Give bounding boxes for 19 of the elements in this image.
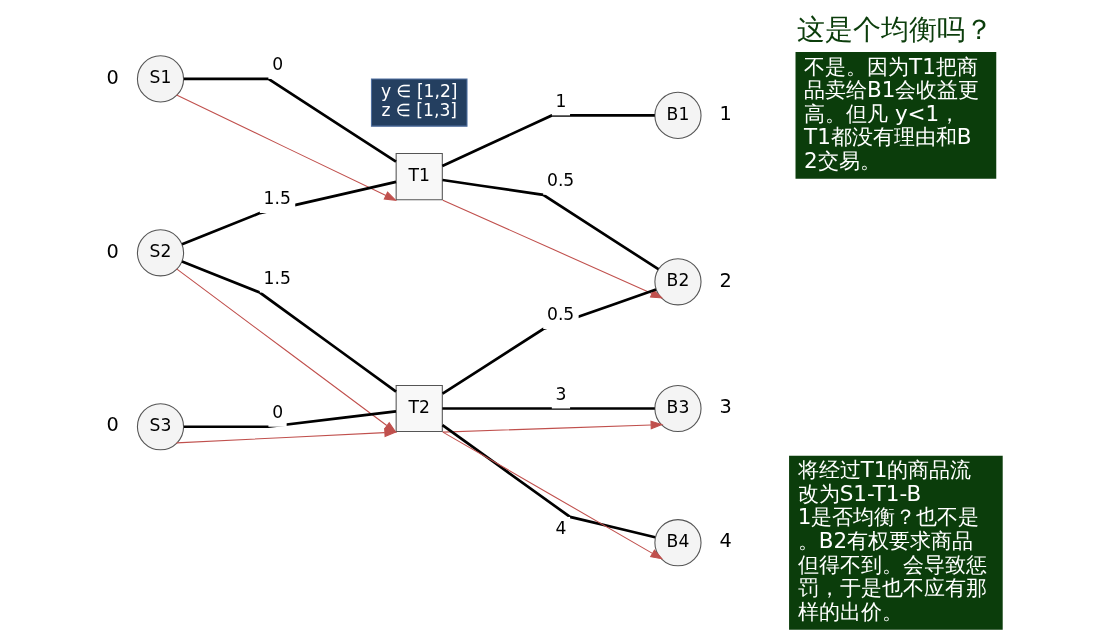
edge-label: 3 [555, 383, 566, 404]
edge-label: 0 [271, 54, 283, 75]
label: 不是。因为T1把商品卖给B1会收益更高。但凡 y<1，T1都没有理由和B2交易。 [803, 53, 979, 174]
label: 将经过T1的商品流改为S1-T1-B1是否均衡？也不是。B2有权要求商品但得不到。会导致惩罚，于是也不应有那样的出价。 [797, 457, 987, 624]
node-label: 2 [719, 268, 732, 292]
node-label: 1 [719, 102, 732, 126]
node-label: 3 [719, 395, 732, 419]
node-label: 0 [106, 413, 119, 437]
edge-label: 4 [555, 517, 566, 538]
node-label: 0 [106, 239, 119, 263]
edge-label: 1 [555, 90, 566, 111]
edge-label: 0 [271, 401, 283, 422]
diagram-title: 这是个均衡吗？ [796, 12, 993, 46]
edge-label: 0.5 [546, 304, 574, 325]
edge-label: 1.5 [263, 267, 291, 288]
node-label: 0 [106, 65, 119, 89]
edge-label: 0.5 [546, 170, 574, 191]
node-label: 4 [719, 529, 732, 553]
edge-label: 1.5 [263, 188, 291, 209]
